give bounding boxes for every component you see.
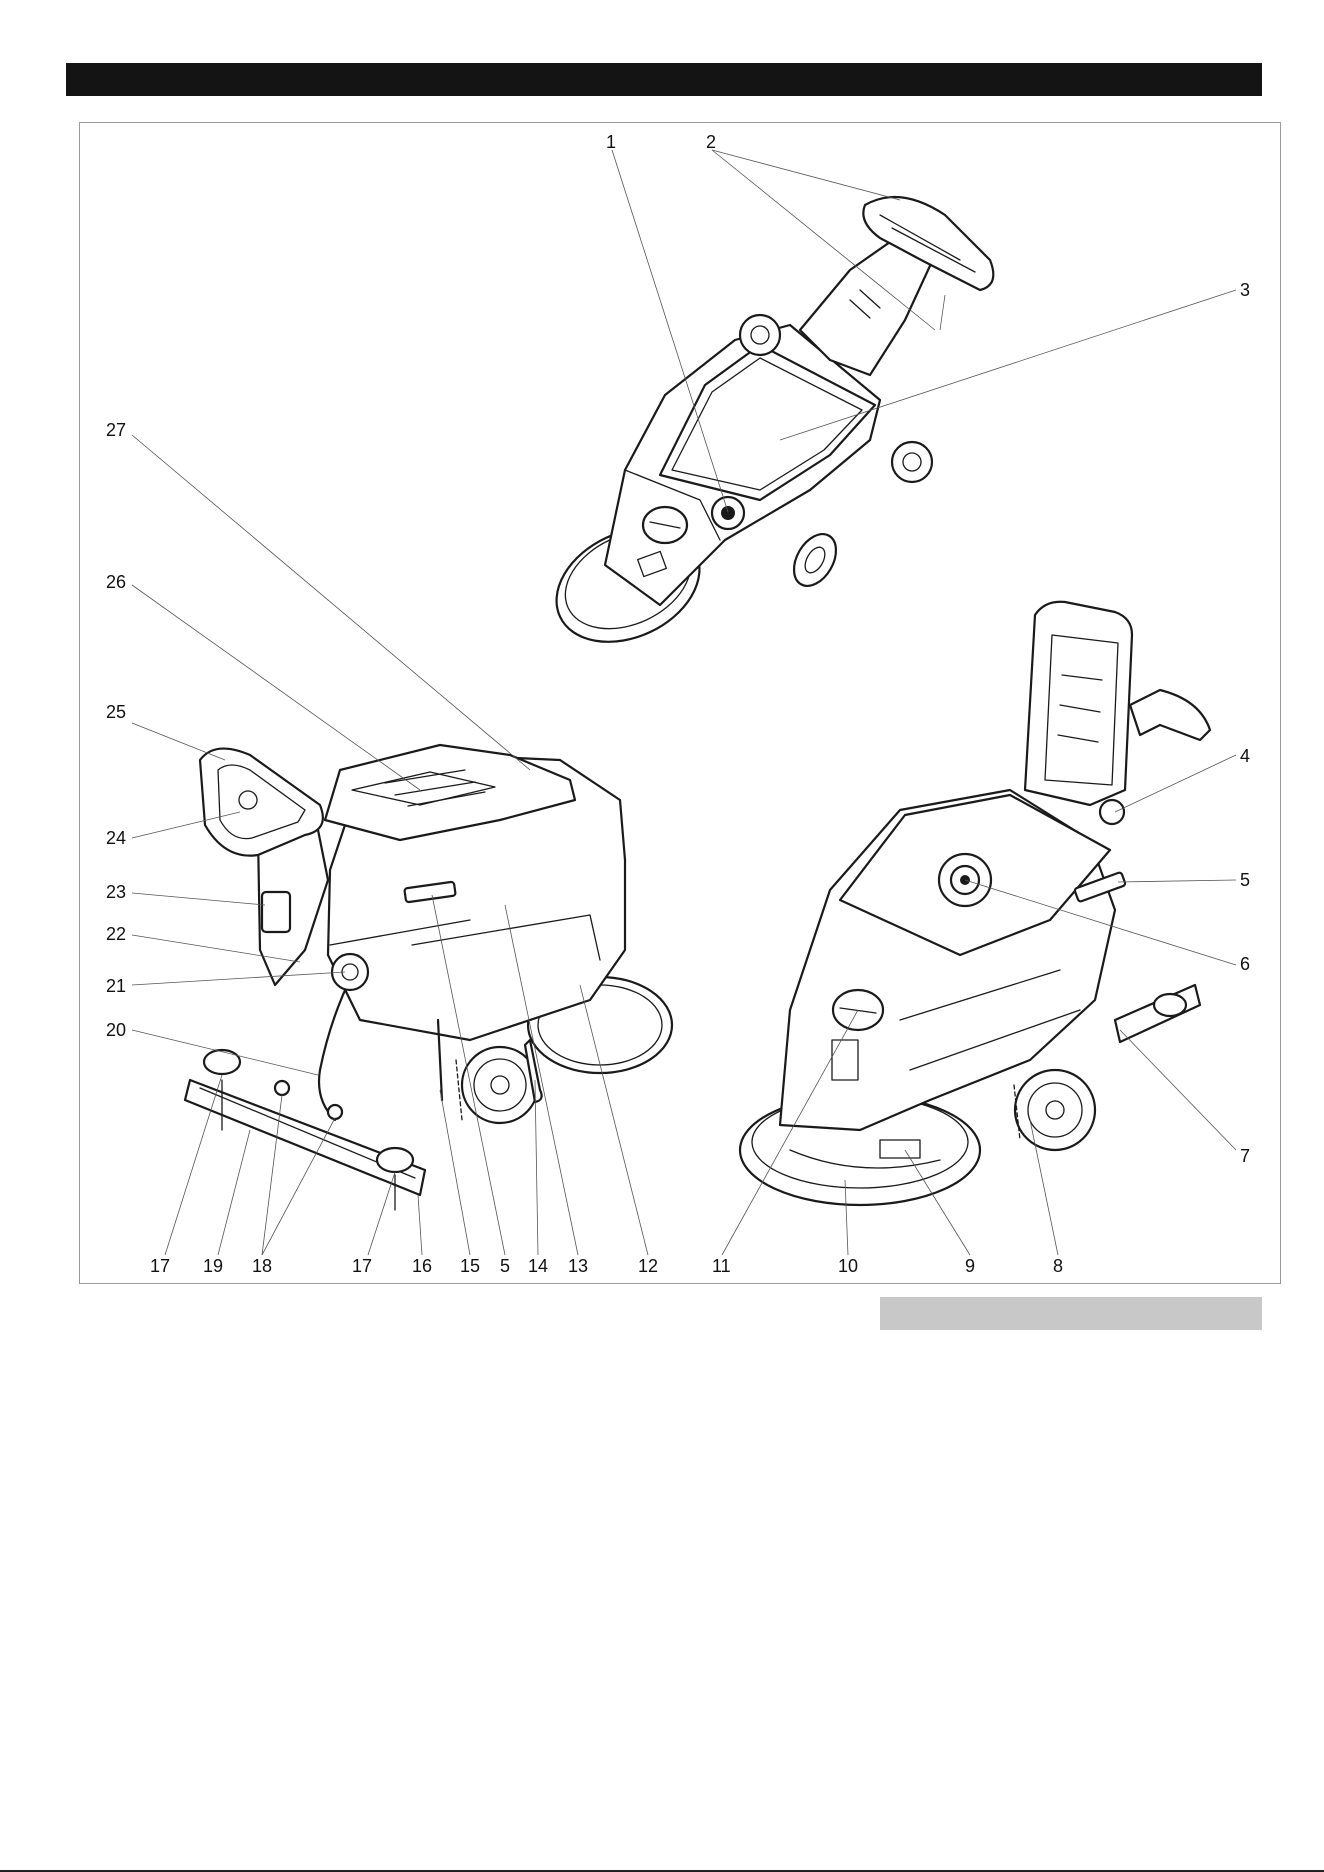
parts-diagram: 1 2 3 4 5 6 7 8 9 10 11 12 13 14 5 15 16… (0, 0, 1324, 1300)
callout-3: 3 (1240, 280, 1250, 300)
callout-5-right: 5 (1240, 870, 1250, 890)
callout-5-left: 5 (500, 1256, 510, 1276)
callout-16: 16 (412, 1256, 432, 1276)
callout-24: 24 (106, 828, 126, 848)
callout-17-right: 17 (352, 1256, 372, 1276)
machine-front-view (740, 602, 1210, 1205)
callout-19: 19 (203, 1256, 223, 1276)
callout-12: 12 (638, 1256, 658, 1276)
callout-22: 22 (106, 924, 126, 944)
callout-13: 13 (568, 1256, 588, 1276)
callout-8: 8 (1053, 1256, 1063, 1276)
callout-6: 6 (1240, 954, 1250, 974)
callout-10: 10 (838, 1256, 858, 1276)
callout-18: 18 (252, 1256, 272, 1276)
callout-20: 20 (106, 1020, 126, 1040)
machine-top-view (538, 197, 993, 664)
callout-2: 2 (706, 132, 716, 152)
callout-11: 11 (712, 1256, 731, 1276)
callout-14: 14 (528, 1256, 548, 1276)
callout-4: 4 (1240, 746, 1250, 766)
callout-9: 9 (965, 1256, 975, 1276)
callout-25: 25 (106, 702, 126, 722)
callout-17-left: 17 (150, 1256, 170, 1276)
callout-27: 27 (106, 420, 126, 440)
callout-21: 21 (106, 976, 126, 996)
callout-7: 7 (1240, 1146, 1250, 1166)
callout-1: 1 (606, 132, 616, 152)
caption-bar (880, 1297, 1262, 1330)
callout-23: 23 (106, 882, 126, 902)
callout-15: 15 (460, 1256, 480, 1276)
callout-26: 26 (106, 572, 126, 592)
